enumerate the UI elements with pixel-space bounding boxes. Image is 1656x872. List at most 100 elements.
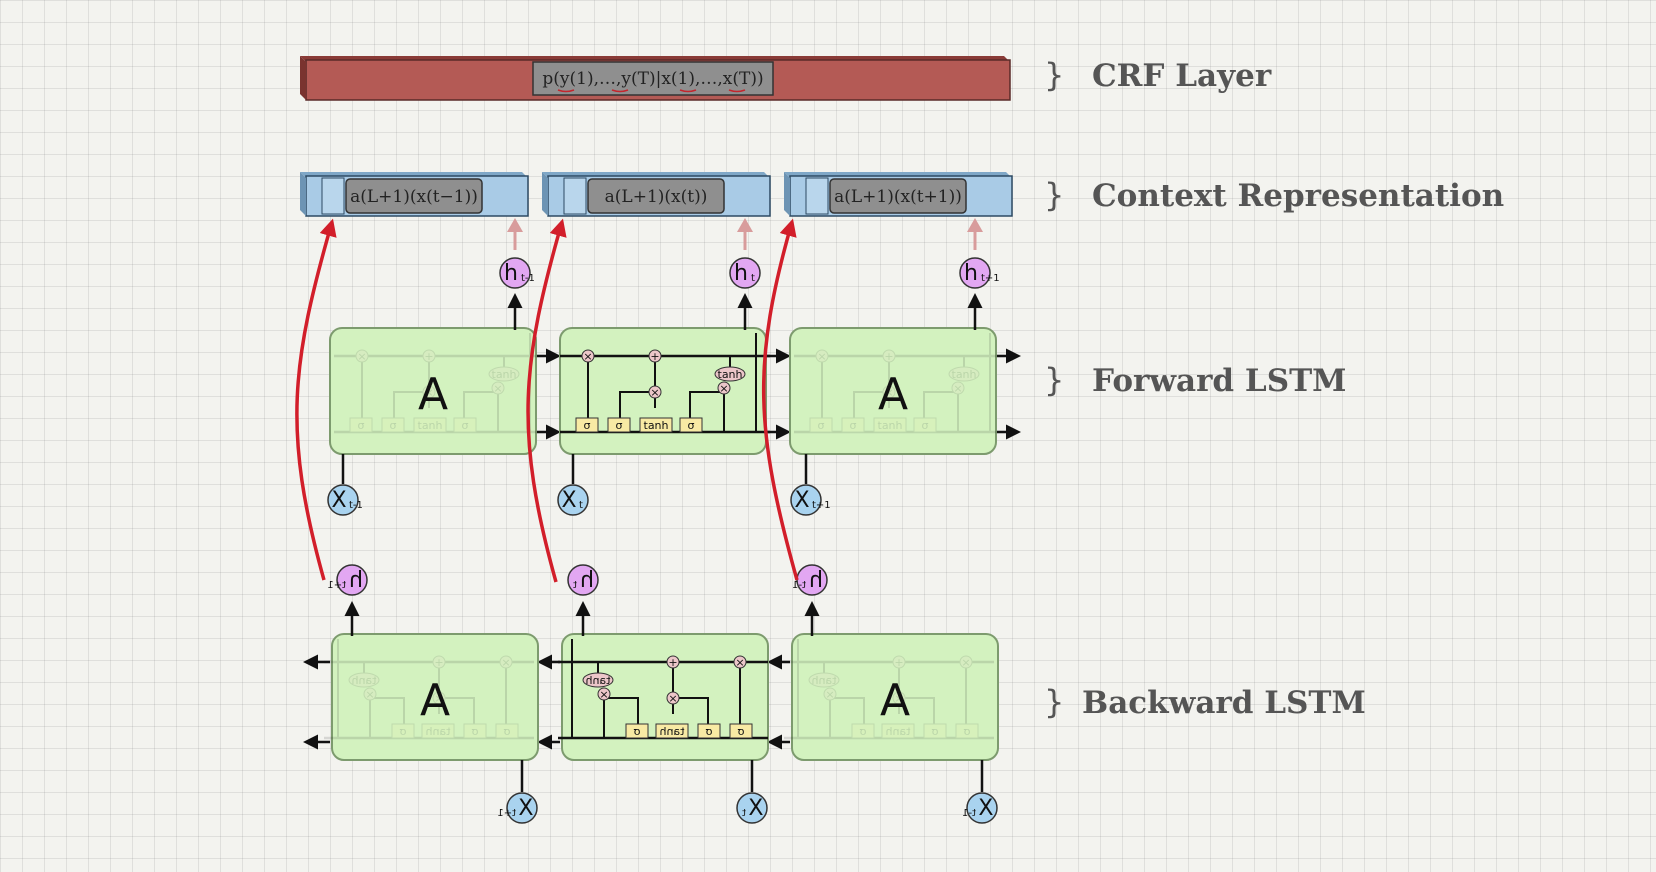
svg-text:×: ×	[961, 656, 970, 669]
add-op: +	[648, 349, 662, 363]
svg-text:tanh: tanh	[585, 674, 610, 687]
cell-label: A	[418, 369, 448, 420]
svg-text:tanh: tanh	[425, 725, 450, 738]
tanh-gate: tanh	[881, 723, 915, 739]
sigma-gate: σ	[729, 723, 753, 739]
svg-text:tanh: tanh	[718, 368, 743, 381]
tanh-gate: tanh	[655, 723, 689, 739]
cell-label: A	[420, 675, 450, 726]
forward-input-node-subscript: t+1	[812, 500, 831, 511]
crf-formula: p(y(1),…,y(T)|x(1),…,x(T))	[542, 69, 763, 89]
context-formula-box	[345, 178, 483, 214]
svg-text:tanh: tanh	[418, 419, 443, 432]
multiply-op: ×	[882, 385, 896, 399]
svg-text:σ: σ	[471, 725, 478, 738]
svg-text:σ: σ	[358, 419, 365, 432]
svg-text:×: ×	[735, 656, 744, 669]
svg-text:tanh: tanh	[952, 368, 977, 381]
crf-formula-box	[532, 61, 774, 96]
crf-layer-label: CRF Layer	[1092, 58, 1272, 94]
svg-text:×: ×	[825, 688, 834, 701]
svg-text:×: ×	[650, 386, 659, 399]
svg-text:σ: σ	[390, 419, 397, 432]
svg-text:σ: σ	[503, 725, 510, 738]
svg-text:tanh: tanh	[659, 725, 684, 738]
forward-hidden-node-label: h	[734, 261, 748, 286]
context-bar: a(L+1)(x(t+1))	[784, 172, 1013, 250]
backward-hidden-node-subscript: t-1	[792, 580, 806, 591]
svg-text:σ: σ	[688, 419, 695, 432]
svg-text:×: ×	[357, 350, 366, 363]
sigma-gate: σ	[625, 723, 649, 739]
svg-text:σ: σ	[922, 419, 929, 432]
svg-text:×: ×	[583, 350, 592, 363]
multiply-op: ×	[823, 687, 837, 701]
tanh-gate: tanh	[421, 723, 455, 739]
context-representation-label: Context Representation	[1092, 178, 1504, 214]
svg-text:×: ×	[599, 688, 608, 701]
svg-text:×: ×	[493, 382, 502, 395]
svg-text:tanh: tanh	[878, 419, 903, 432]
svg-text:×: ×	[894, 692, 903, 705]
sigma-gate: σ	[923, 723, 947, 739]
multiply-op: ×	[432, 691, 446, 705]
backward-hidden-node-label: h	[349, 568, 363, 593]
svg-text:σ: σ	[818, 419, 825, 432]
svg-text:×: ×	[884, 386, 893, 399]
brace: }	[1044, 683, 1064, 721]
cell-label: A	[878, 369, 908, 420]
backward-hidden-node: ht	[567, 564, 599, 596]
tanh-gate: tanh	[639, 417, 673, 433]
sigma-gate: σ	[955, 723, 979, 739]
multiply-op: ×	[815, 349, 829, 363]
svg-text:×: ×	[668, 692, 677, 705]
svg-text:σ: σ	[616, 419, 623, 432]
multiply-op: ×	[422, 385, 436, 399]
svg-text:+: +	[434, 656, 443, 669]
multiply-op: ×	[717, 381, 731, 395]
multiply-op: ×	[733, 655, 747, 669]
svg-text:tanh: tanh	[644, 419, 669, 432]
context-bar: a(L+1)(x(t))	[542, 172, 771, 250]
backward-input-node-subscript: t-1	[962, 808, 976, 819]
label-crf-layer: } CRF Layer	[1044, 56, 1272, 94]
forward-input-node-label: X	[794, 488, 809, 513]
multiply-op: ×	[597, 687, 611, 701]
tanh-op: tanh	[582, 672, 614, 688]
svg-text:+: +	[424, 350, 433, 363]
context-formula: a(L+1)(x(t+1))	[834, 187, 962, 207]
tanh-op: tanh	[348, 672, 380, 688]
svg-text:tanh: tanh	[811, 674, 836, 687]
svg-text:tanh: tanh	[492, 368, 517, 381]
multiply-op: ×	[666, 691, 680, 705]
tanh-op: tanh	[488, 366, 520, 382]
tanh-op: tanh	[714, 366, 746, 382]
multiply-op: ×	[499, 655, 513, 669]
svg-text:σ: σ	[705, 725, 712, 738]
red-connection-arrow	[762, 218, 799, 581]
sigma-gate: σ	[463, 723, 487, 739]
context-formula: a(L+1)(x(t−1))	[350, 187, 478, 207]
add-op: +	[432, 655, 446, 669]
svg-text:tanh: tanh	[351, 674, 376, 687]
backward-hidden-node-subscript: t+1	[327, 580, 346, 591]
svg-text:σ: σ	[931, 725, 938, 738]
forward-hidden-node-subscript: t-1	[521, 273, 535, 284]
sigma-gate: σ	[851, 723, 875, 739]
tanh-op: tanh	[948, 366, 980, 382]
svg-text:×: ×	[719, 382, 728, 395]
svg-text:+: +	[884, 350, 893, 363]
label-backward: } Backward LSTM	[1044, 683, 1366, 721]
backward-input-node-label: X	[978, 796, 993, 821]
add-op: +	[422, 349, 436, 363]
context-formula-box	[829, 178, 967, 214]
backward-hidden-node: ht-1	[792, 564, 828, 596]
